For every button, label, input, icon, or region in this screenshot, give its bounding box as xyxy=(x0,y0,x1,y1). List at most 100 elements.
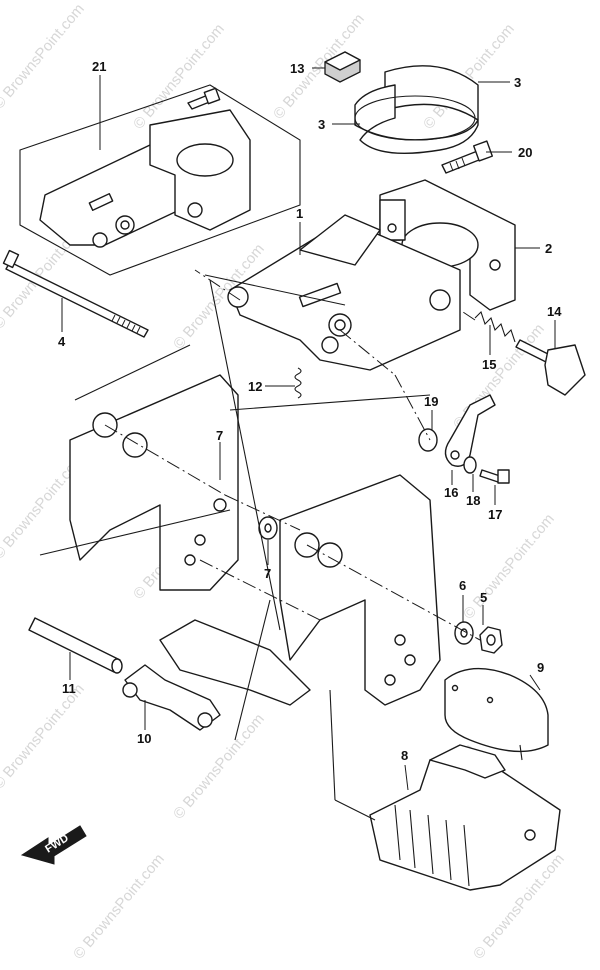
clamp-tab xyxy=(379,199,406,241)
callout-14: 14 xyxy=(547,304,562,319)
part-9-plate xyxy=(444,667,549,761)
plate-hole-1 xyxy=(451,684,459,692)
clamp-hole-1 xyxy=(387,223,397,233)
bracket-slot xyxy=(88,193,114,211)
watermark-13: © BrownsPoint.com xyxy=(0,681,88,793)
side-boss xyxy=(187,202,203,218)
callout-18: 18 xyxy=(466,493,480,508)
washer-6-hole xyxy=(460,628,468,638)
right-arm-boss-2 xyxy=(317,542,343,568)
swivel-side-boss xyxy=(429,289,451,311)
clamp-hole-2 xyxy=(489,259,501,271)
right-arm-hole-3 xyxy=(384,674,396,686)
bracket-10-boss-1 xyxy=(122,682,138,698)
left-arm-body xyxy=(69,374,239,591)
assembly-box xyxy=(19,84,301,276)
long-bolt-head xyxy=(2,249,20,269)
callout-labels: 21 13 3 3 20 1 2 4 14 15 12 19 7 16 18 1… xyxy=(58,59,562,763)
left-arm-hole-2 xyxy=(184,554,196,566)
callout-13: 13 xyxy=(290,61,304,76)
right-arm-hole-2 xyxy=(404,654,416,666)
swivel-upper xyxy=(299,214,381,266)
left-arm-hole-1 xyxy=(194,534,206,546)
lock-hole xyxy=(524,829,536,841)
bolt-head xyxy=(203,87,221,105)
bolt-thread-1 xyxy=(449,162,454,172)
callout-17: 17 xyxy=(488,507,502,522)
ring-19 xyxy=(418,428,438,452)
callout-1: 1 xyxy=(296,206,303,221)
callout-12: 12 xyxy=(248,379,262,394)
callout-3a: 3 xyxy=(514,75,521,90)
wing-bolt-wing xyxy=(544,344,586,396)
plate-pin xyxy=(519,744,523,761)
bolt-17-head xyxy=(497,469,510,484)
left-boss xyxy=(92,232,108,248)
washer-18 xyxy=(463,456,477,474)
swivel-lower-boss xyxy=(321,336,339,354)
right-arm-hole-1 xyxy=(394,634,406,646)
bracket-10-boss-2 xyxy=(197,712,213,728)
long-bolt-shaft xyxy=(5,261,149,338)
part-5-6 xyxy=(454,621,503,654)
right-arm-body xyxy=(279,474,441,706)
bolt-thread-3 xyxy=(461,157,466,167)
callout-7a: 7 xyxy=(216,428,223,443)
pivot-hole xyxy=(120,220,130,230)
bushing-rim xyxy=(354,95,476,141)
part-8-lock xyxy=(369,744,561,891)
callout-2: 2 xyxy=(545,241,552,256)
tilt-arm-left xyxy=(69,374,239,591)
pipe-end xyxy=(111,658,123,674)
tilt-base xyxy=(159,619,311,706)
swivel-hole xyxy=(334,319,346,331)
left-arm-boss-2 xyxy=(122,432,148,458)
part-10-bracket xyxy=(122,619,311,731)
plate-hole-2 xyxy=(486,696,494,704)
watermark-14: © BrownsPoint.com xyxy=(170,711,268,823)
part-13 xyxy=(324,51,361,83)
lever-16 xyxy=(444,394,496,467)
assembly-lines xyxy=(39,269,481,821)
callout-11: 11 xyxy=(62,681,76,696)
bracket-10-body xyxy=(124,664,221,731)
watermark-16: © BrownsPoint.com xyxy=(70,851,168,963)
tilt-arm-right xyxy=(279,474,441,706)
lever-hole xyxy=(450,450,460,460)
swivel-arm xyxy=(229,219,461,371)
part-20-bolt xyxy=(441,140,494,174)
curved-plate xyxy=(444,667,549,753)
fwd-arrow-shape xyxy=(20,825,87,865)
part-14-15 xyxy=(474,310,586,396)
part-16-lever-group xyxy=(418,394,510,484)
callout-20: 20 xyxy=(518,145,532,160)
long-bolt-thread xyxy=(111,314,141,334)
callout-8: 8 xyxy=(401,748,408,763)
callout-7b: 7 xyxy=(264,566,271,581)
small-spring xyxy=(294,367,302,399)
swivel-boss-left xyxy=(227,286,249,308)
washer-7b-hole xyxy=(264,523,272,533)
callout-3b: 3 xyxy=(318,117,325,132)
callout-15: 15 xyxy=(482,357,496,372)
callout-21: 21 xyxy=(92,59,106,74)
bolt-17-shaft xyxy=(479,469,501,483)
callout-19: 19 xyxy=(424,394,438,409)
callout-10: 10 xyxy=(137,731,151,746)
pipe-body xyxy=(28,617,121,673)
fwd-arrow: FWD xyxy=(20,825,87,865)
bolt-thread-2 xyxy=(455,160,460,170)
rubber-block-top xyxy=(324,51,361,71)
lock-hook xyxy=(429,744,506,779)
part-4-long-bolt xyxy=(2,249,149,338)
clamp-bore xyxy=(176,143,234,177)
watermark-12: © BrownsPoint.com xyxy=(460,511,558,623)
part-21-assembly xyxy=(19,84,301,276)
callout-9: 9 xyxy=(537,660,544,675)
bushing-upper xyxy=(384,65,479,121)
lock-body xyxy=(369,754,561,891)
callout-5: 5 xyxy=(480,590,487,605)
left-arm-boss-3 xyxy=(213,498,227,512)
leader-lines xyxy=(61,67,556,791)
